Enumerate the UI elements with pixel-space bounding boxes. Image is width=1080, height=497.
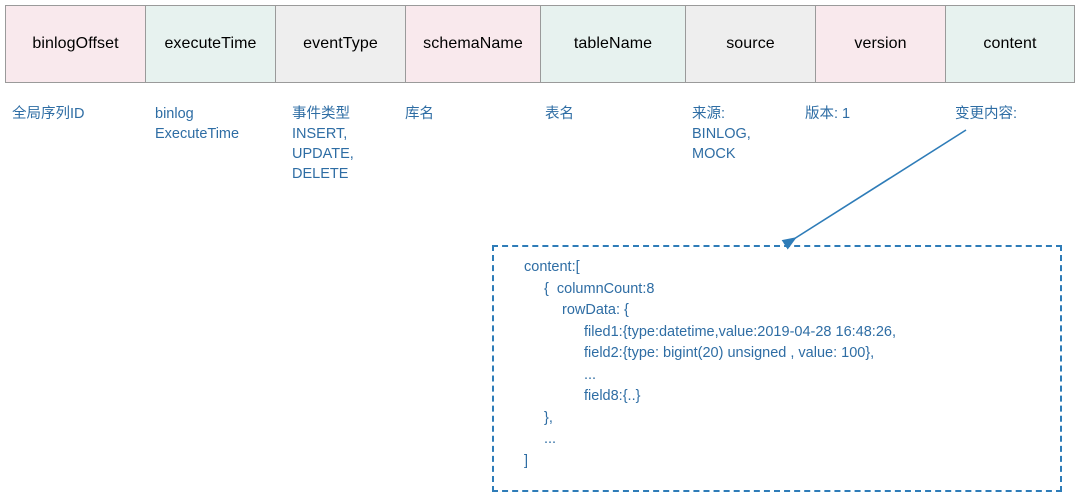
column-header-binlogoffset: binlogOffset (6, 6, 146, 82)
column-header-version: version (816, 6, 946, 82)
content-line: ... (544, 431, 557, 447)
annotation-label: 全局序列ID (12, 106, 85, 122)
annotation-label: 版本: 1 (805, 106, 851, 122)
annotation-label: 表名 (545, 106, 574, 122)
annotation-label: 库名 (405, 106, 434, 122)
content-line: rowData: { (562, 302, 629, 318)
content-line: ... (584, 366, 597, 383)
content-line: ] (524, 452, 529, 469)
column-header-tablename: tableName (541, 6, 686, 82)
content-line: field2:{type: bigint(20) unsigned , valu… (584, 345, 875, 361)
content-line: }, (544, 409, 553, 426)
annotation-label: binlog ExecuteTime (155, 106, 240, 142)
annotation-label: 事件类型 INSERT, UPDATE, DELETE (292, 106, 354, 182)
column-header-eventtype: eventType (276, 6, 406, 82)
column-header-schemaname: schemaName (406, 6, 541, 82)
annotation-label: 变更内容: (955, 106, 1018, 122)
content-line: content:[ (524, 259, 580, 275)
column-header-executetime: executeTime (146, 6, 276, 82)
content-line: field8:{..} (584, 388, 641, 404)
annotation-label: 来源: BINLOG, MOCK (692, 106, 751, 162)
column-header-source: source (686, 6, 816, 82)
column-header-content: content (946, 6, 1074, 82)
content-line: { columnCount:8 (544, 280, 655, 297)
content-detail-text: content:[ { columnCount:8 rowData: { filed1… (524, 257, 1044, 472)
content-line: filed1:{type:datetime,value:2019-04-28 1… (584, 323, 896, 340)
column-annotations: 全局序列ID binlog ExecuteTime 事件类型 INSERT, UPD… (0, 104, 1080, 204)
content-detail-box (492, 245, 1062, 492)
